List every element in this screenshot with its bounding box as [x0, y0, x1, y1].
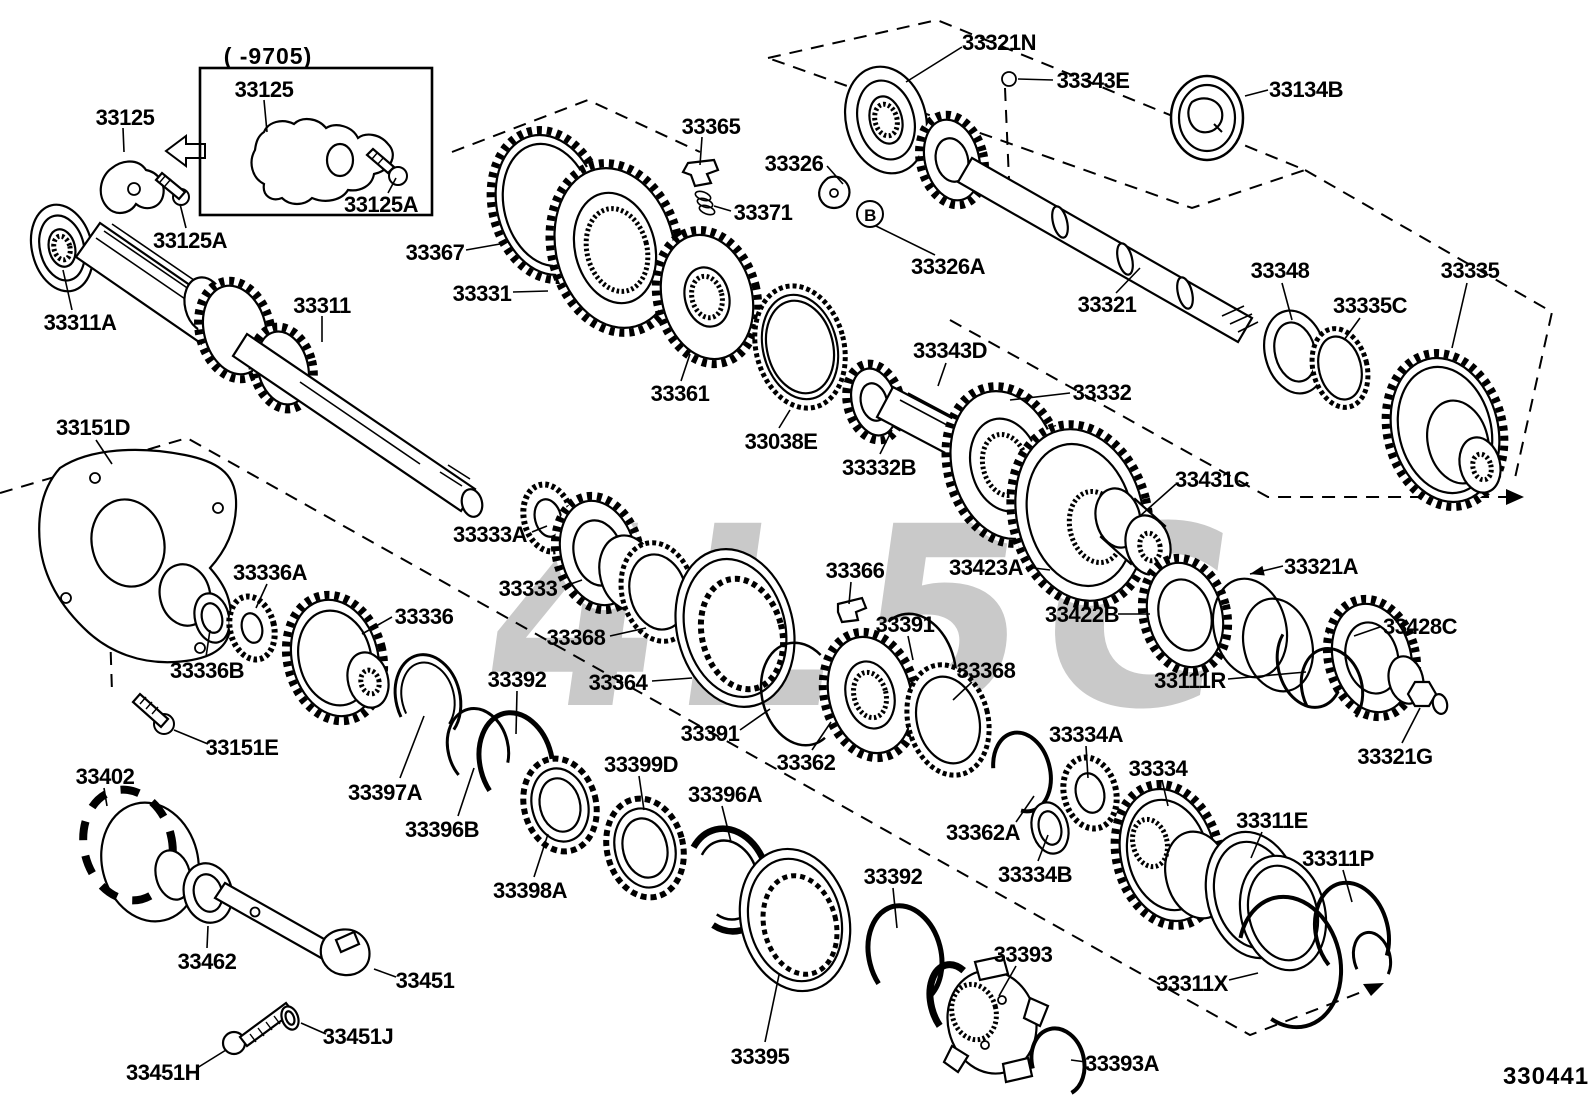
part-label: 33451J: [323, 1024, 393, 1049]
part-label: 33431C: [1175, 467, 1250, 492]
part-label: 33336A: [233, 560, 308, 585]
part-label: 33151D: [56, 415, 130, 440]
part-label: 33125A: [344, 192, 419, 217]
part-label: 33451H: [126, 1060, 200, 1085]
part-label: 33134B: [1269, 77, 1343, 102]
part-label: 33343E: [1057, 68, 1130, 93]
part-label: 33422B: [1045, 602, 1119, 627]
part-label: 33367: [406, 240, 465, 265]
part-label: 33326A: [911, 254, 986, 279]
part-label: 33321N: [962, 30, 1036, 55]
part-label: 33392: [488, 667, 547, 692]
part-label: 33365: [682, 114, 741, 139]
part-label: 33311A: [44, 310, 117, 335]
part-label: 33368: [957, 658, 1016, 683]
part-label: 33371: [734, 200, 793, 225]
part-label: 33321: [1078, 292, 1137, 317]
part-label: 33402: [76, 764, 135, 789]
part-labels: 33125 33125A 33125 33125A 33311A 33311 33367 33…: [44, 30, 1501, 1085]
part-label: 33331: [453, 281, 512, 306]
leader-lines: [62, 46, 1468, 1069]
part-label: 33366: [826, 558, 885, 583]
inset-caption: ( -9705): [224, 43, 313, 69]
part-label: 33125: [96, 105, 155, 130]
part-label: 33321G: [1357, 744, 1432, 769]
part-label: 33343D: [913, 338, 987, 363]
part-label: 33368: [547, 625, 606, 650]
part-label: 33125A: [153, 228, 228, 253]
part-label: 33396B: [405, 817, 479, 842]
part-label: 33393A: [1085, 1051, 1160, 1076]
part-label: 33125: [235, 77, 294, 102]
part-label: 33398A: [493, 878, 568, 903]
part-label: 33393: [994, 942, 1053, 967]
part-label: 33038E: [745, 429, 818, 454]
figure-number: 330441: [1503, 1063, 1589, 1090]
part-label: 33392: [864, 864, 923, 889]
part-label: 33362A: [946, 820, 1021, 845]
part-label: 33391: [876, 612, 935, 637]
part-label: 33364: [589, 670, 649, 695]
part-label: 33311E: [1236, 808, 1308, 833]
part-label: 33395: [731, 1044, 790, 1069]
part-label: 33423A: [949, 555, 1024, 580]
part-label: 33321A: [1284, 554, 1359, 579]
part-label: 33428C: [1383, 614, 1458, 639]
callout-b-letter: B: [864, 206, 876, 225]
part-label: 33397A: [348, 780, 423, 805]
part-label: 33462: [178, 949, 237, 974]
part-label: 33361: [651, 381, 710, 406]
part-label: 33336B: [170, 658, 244, 683]
part-label: 33391: [681, 721, 740, 746]
part-label: 33451: [396, 968, 455, 993]
part-label: 33335C: [1333, 293, 1408, 318]
part-label: 33332B: [842, 455, 916, 480]
inset-box: ( -9705): [198, 43, 434, 217]
part-label: 33111R: [1154, 668, 1226, 693]
part-label: 33332: [1073, 380, 1132, 405]
part-label: 33399D: [604, 752, 678, 777]
part-label: 33311X: [1156, 971, 1228, 996]
part-label: 33326: [765, 151, 824, 176]
part-label: 33336: [395, 604, 454, 629]
part-label: 33311: [293, 293, 351, 318]
part-label: 33333A: [453, 522, 528, 547]
part-label: 33348: [1251, 258, 1310, 283]
part-label: 33334B: [998, 862, 1072, 887]
part-label: 33333: [499, 576, 558, 601]
part-label: 33396A: [688, 782, 763, 807]
part-label: 33151E: [206, 735, 279, 760]
part-label: 33311P: [1302, 846, 1374, 871]
part-label: 33334: [1129, 756, 1189, 781]
callout-b: B: [856, 200, 884, 228]
part-label: 33334A: [1049, 722, 1124, 747]
part-label: 33335: [1441, 258, 1500, 283]
parts-artwork: [29, 65, 1509, 1098]
part-label: 33362: [777, 750, 836, 775]
